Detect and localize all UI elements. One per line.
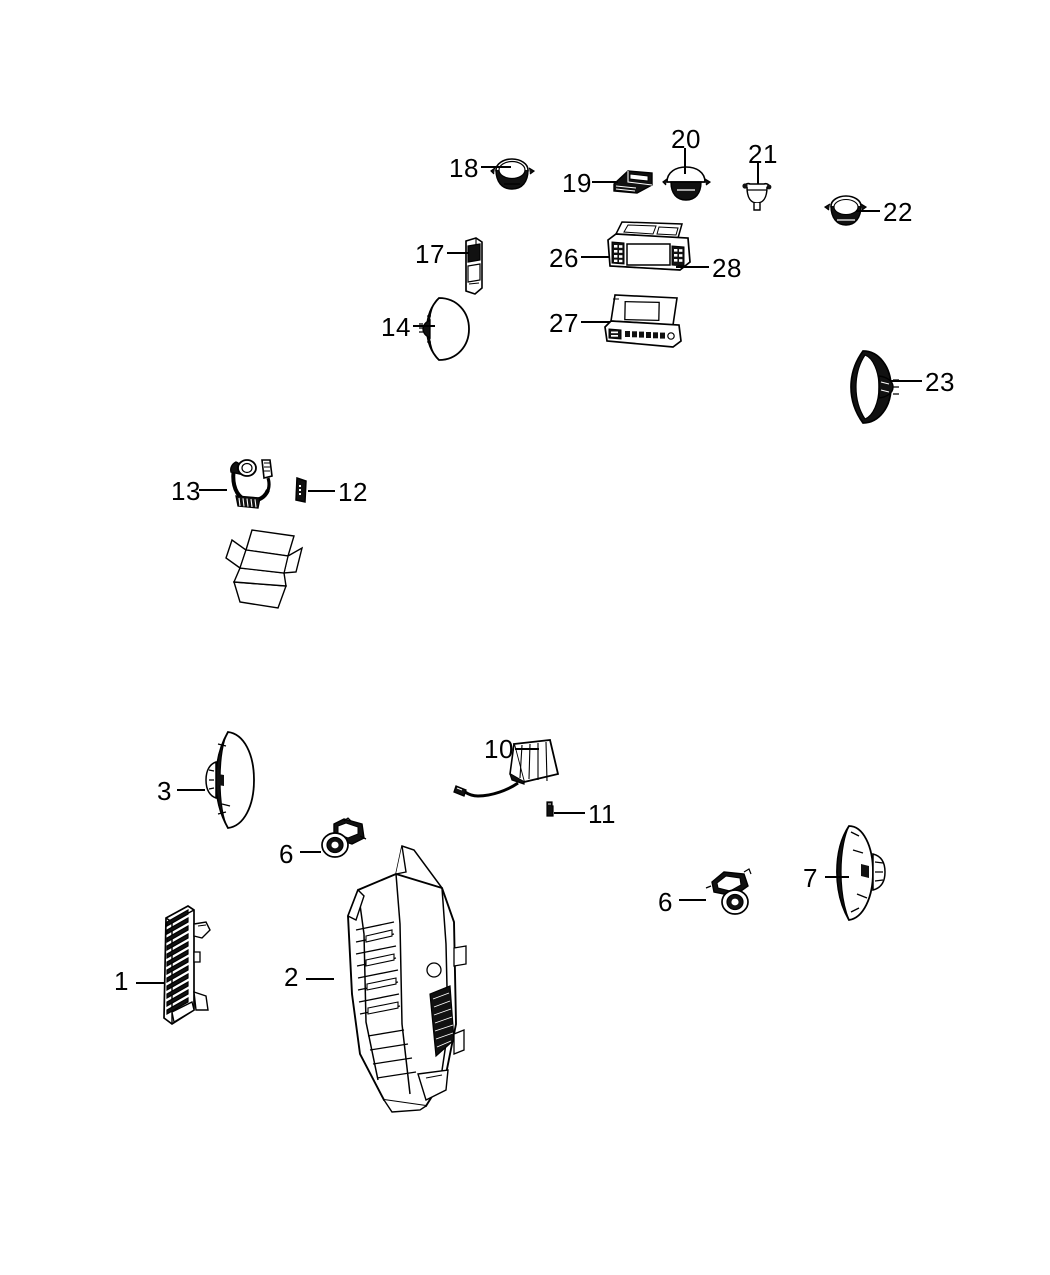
part-tweeter-right-6: [705, 868, 752, 915]
leader-line-21: [757, 162, 759, 184]
leader-line-18: [481, 166, 511, 168]
leader-line-20: [684, 148, 686, 174]
callout-3: 3: [157, 776, 172, 806]
part-microphone-headset-harness-13: [230, 459, 273, 509]
leader-line-23: [890, 380, 922, 382]
leader-line-3: [177, 789, 205, 791]
leader-line-14: [413, 325, 435, 327]
leader-line-6b: [679, 899, 706, 901]
part-amplifier-module-small-19: [613, 170, 653, 194]
callout-2: 2: [284, 962, 299, 992]
part-speaker-bracket-21: [742, 182, 772, 211]
part-shipping-carton: [225, 529, 304, 609]
part-subwoofer-right-23: [850, 350, 899, 424]
leader-line-28: [676, 266, 709, 268]
callout-7: 7: [803, 863, 818, 893]
part-antenna-base-module-10: [453, 739, 560, 798]
callout-20: 20: [671, 124, 701, 154]
leader-line-1: [136, 982, 164, 984]
part-woofer-speaker-left-14: [419, 297, 470, 361]
leader-line-26: [581, 256, 610, 258]
leader-line-11: [554, 812, 585, 814]
callout-6-right: 6: [658, 887, 673, 917]
callout-6-left: 6: [279, 839, 294, 869]
part-antenna-module-vertical-17: [465, 237, 483, 295]
callout-10: 10: [484, 734, 514, 764]
leader-line-12: [308, 490, 335, 492]
leader-line-6a: [300, 851, 321, 853]
part-door-speaker-right-7: [836, 825, 886, 921]
leader-line-19: [592, 181, 618, 183]
callout-14: 14: [381, 312, 411, 342]
leader-line-17: [447, 252, 469, 254]
part-door-speaker-left-3: [205, 731, 255, 829]
part-antenna-screw-11: [546, 801, 554, 817]
part-tweeter-left-6: [321, 817, 367, 858]
part-amplifier-module-1: [163, 905, 211, 1026]
callout-28: 28: [712, 253, 742, 283]
callout-17: 17: [415, 239, 445, 269]
callout-11: 11: [588, 799, 616, 829]
part-tweeter-speaker-small-18: [490, 158, 536, 190]
callout-1: 1: [114, 966, 129, 996]
callout-13: 13: [171, 476, 201, 506]
part-radio-display-upper-26-28: [607, 221, 691, 271]
callout-26: 26: [549, 243, 579, 273]
leader-line-22: [856, 210, 880, 212]
leader-line-10: [515, 748, 539, 750]
callout-22: 22: [883, 197, 913, 227]
callout-21: 21: [748, 139, 778, 169]
leader-line-7: [825, 876, 849, 878]
part-usb-module-12: [295, 476, 307, 503]
leader-line-2: [306, 978, 334, 980]
callout-18: 18: [449, 153, 479, 183]
callout-27: 27: [549, 308, 579, 338]
part-dome-speaker-20: [662, 166, 712, 201]
callout-23: 23: [925, 367, 955, 397]
part-mid-range-speaker-22: [823, 195, 868, 226]
leader-line-13: [199, 489, 227, 491]
part-radio-display-lower-27: [604, 294, 682, 348]
part-hvac-housing-assembly-2: [347, 845, 467, 1113]
callout-12: 12: [338, 477, 368, 507]
callout-19: 19: [562, 168, 592, 198]
leader-line-27: [581, 321, 610, 323]
